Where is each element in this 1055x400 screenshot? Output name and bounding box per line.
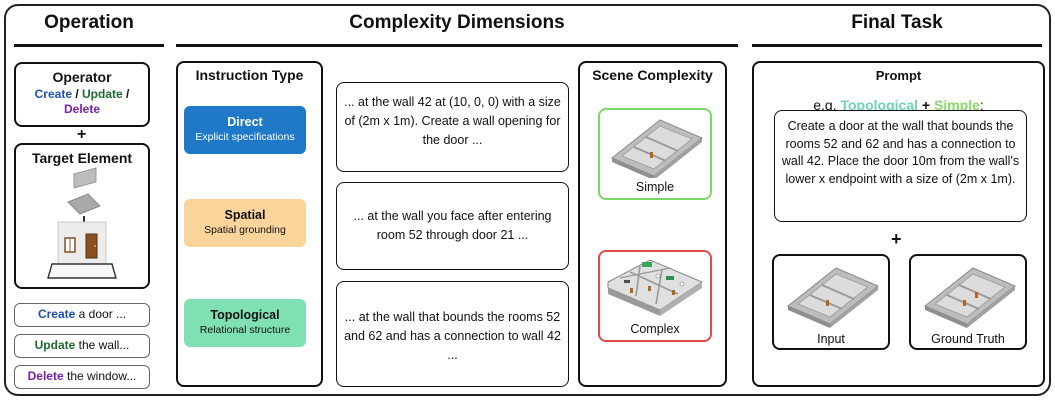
example-delete-button[interactable]: Delete the window... <box>14 365 150 389</box>
spatial-pill: Spatial Spatial grounding <box>184 199 306 247</box>
exploded-door-illustration <box>47 167 117 279</box>
complex-label: Complex <box>630 322 680 336</box>
ground-truth-floorplan-illustration <box>924 267 1016 328</box>
example-update-text: the wall... <box>75 338 130 352</box>
example-create-text: a door ... <box>75 307 127 321</box>
example-create-verb: Create <box>37 307 76 321</box>
example-create-button[interactable]: Create a door ... <box>14 303 150 327</box>
operator-plus: + <box>77 126 87 143</box>
topological-title: Topological <box>210 308 280 322</box>
topological-subtitle: Relational structure <box>199 324 291 336</box>
operator-update: Update <box>82 87 123 101</box>
target-element-box: Target Element <box>14 143 150 289</box>
spatial-title: Spatial <box>224 208 266 222</box>
final-task-header-rule <box>752 44 1042 47</box>
outer-frame <box>4 4 1051 396</box>
topological-example-text: ... at the wall that bounds the rooms 52… <box>336 281 569 387</box>
scene-complexity-box: Scene Complexity Simple <box>578 61 727 387</box>
eg-prefix: e.g. <box>813 97 841 113</box>
operator-separator: / <box>72 87 83 101</box>
operator-separator: / <box>122 87 130 101</box>
eg-topological: Topological <box>840 97 918 113</box>
input-floorplan-illustration <box>787 267 879 328</box>
final-plus: + <box>891 229 902 249</box>
direct-pill: Direct Explicit specifications <box>184 106 306 154</box>
prompt-example-line: e.g. Topological + Simple: <box>754 97 1043 113</box>
topological-pill: Topological Relational structure <box>184 299 306 347</box>
prompt-title: Prompt <box>875 68 922 83</box>
final-task-header: Final Task <box>851 12 943 33</box>
input-label: Input <box>817 332 845 346</box>
eg-suffix: : <box>979 97 984 113</box>
eg-plus: + <box>918 97 934 113</box>
direct-example-text: ... at the wall 42 at (10, 0, 0) with a … <box>336 82 569 172</box>
eg-simple: Simple <box>933 97 980 113</box>
example-delete-text: the window... <box>63 369 137 383</box>
direct-title: Direct <box>227 115 263 129</box>
ground-truth-box: Ground Truth <box>909 254 1027 350</box>
instruction-type-title: Instruction Type <box>195 67 304 83</box>
operation-header-rule <box>14 44 164 47</box>
simple-label: Simple <box>635 180 675 194</box>
final-task-box: Prompt e.g. Topological + Simple: Create… <box>752 61 1045 387</box>
operator-create: Create <box>34 87 72 101</box>
scene-complexity-title: Scene Complexity <box>592 67 713 83</box>
simple-floorplan-illustration <box>611 119 703 178</box>
ground-truth-label: Ground Truth <box>931 332 1005 346</box>
example-update-button[interactable]: Update the wall... <box>14 334 150 358</box>
example-update-verb: Update <box>34 338 76 352</box>
direct-subtitle: Explicit specifications <box>195 131 295 143</box>
complexity-header: Complexity Dimensions <box>349 12 565 33</box>
complexity-header-rule <box>176 44 738 47</box>
instruction-type-box: Instruction Type Direct Explicit specifi… <box>176 61 323 387</box>
spatial-subtitle: Spatial grounding <box>204 224 286 236</box>
operator-title: Operator <box>52 69 112 85</box>
input-box: Input <box>772 254 890 350</box>
prompt-text: Create a door at the wall that bounds th… <box>774 110 1027 222</box>
complex-scene-card: Complex <box>598 250 712 342</box>
operator-delete: Delete <box>63 102 101 116</box>
operation-header: Operation <box>44 12 134 33</box>
operator-create-update: Create / Update / <box>16 87 148 102</box>
target-element-title: Target Element <box>31 150 133 166</box>
complex-floorplan-illustration <box>607 259 704 316</box>
operator-box: Operator Create / Update / Delete <box>14 62 150 127</box>
example-delete-verb: Delete <box>27 369 64 383</box>
simple-scene-card: Simple <box>598 108 712 200</box>
spatial-example-text: ... at the wall you face after entering … <box>336 182 569 270</box>
